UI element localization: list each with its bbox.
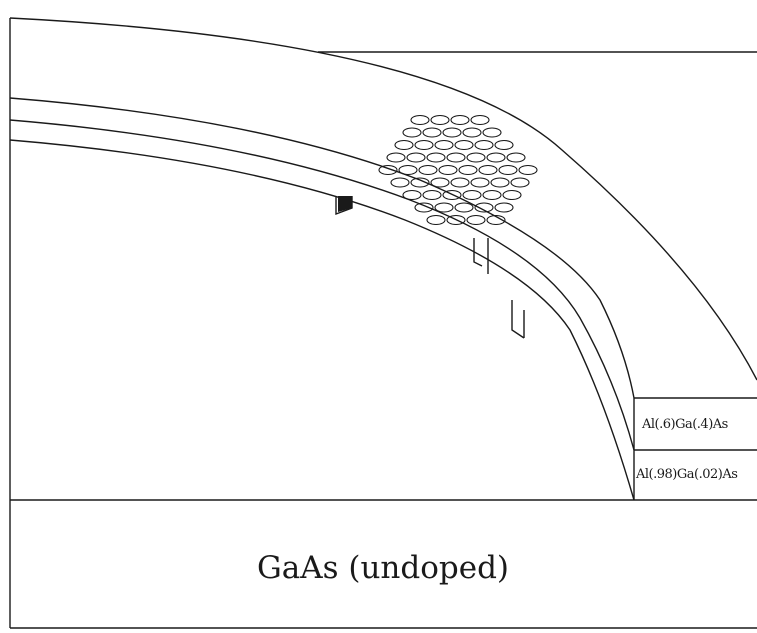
crystal-hole [466,214,486,226]
crystal-hole [494,139,514,151]
crystal-hole [434,202,454,213]
label-top-layer: Al(.6)Ga(.4)As [641,417,728,432]
cutaway-step-right [511,300,525,339]
crystal-hole [406,152,426,163]
crystal-hole [454,139,474,151]
crystal-hole [386,152,406,163]
crystal-hole [482,127,502,138]
crystal-hole [418,164,438,176]
crystal-hole [498,164,518,176]
crystal-hole [474,202,494,213]
crystal-hole [494,202,514,213]
crystal-hole [402,127,422,138]
crystal-hole [410,177,430,188]
cutaway-step-left [335,196,353,216]
crystal-hole [470,114,490,126]
crystal-hole [518,164,538,176]
crystal-hole [430,114,450,126]
crystal-hole [474,139,494,151]
crystal-hole [414,139,434,151]
crystal-hole [470,177,490,188]
crystal-hole [442,189,462,201]
crystal-hole [446,152,466,163]
crystal-hole [446,214,466,226]
photonic-crystal-hole-array [378,114,538,226]
substrate-block [9,18,757,629]
label-substrate: GaAs (undoped) [257,550,509,586]
crystal-hole [478,164,498,176]
crystal-hole [486,214,506,226]
crystal-hole [398,164,418,176]
crystal-hole [462,127,482,138]
crystal-hole [466,152,486,163]
label-middle-layer: Al(.98)Ga(.02)As [635,467,737,482]
crystal-hole [390,177,410,188]
crystal-hole [426,214,446,226]
layer-end-face [633,397,757,500]
crystal-hole [410,114,430,126]
crystal-hole [490,177,510,188]
crystal-hole [458,164,478,176]
crystal-hole [402,189,422,201]
crystal-hole [486,152,506,163]
crystal-hole [422,127,442,138]
cutaway-step-middle [473,238,489,274]
disk-outer-arc [9,17,757,381]
crystal-hole [426,152,446,163]
crystal-hole [454,202,474,213]
crystal-hole [434,139,454,151]
top-layer-band [9,97,635,501]
crystal-hole [450,177,470,188]
crystal-hole [462,189,482,201]
crystal-hole [442,127,462,138]
crystal-hole [422,189,442,201]
crystal-hole [502,189,522,201]
crystal-hole [414,202,434,213]
crystal-hole [482,189,502,201]
crystal-hole [438,164,458,176]
crystal-hole [510,177,530,188]
crystal-hole [394,139,414,151]
crystal-hole [378,164,398,176]
crystal-hole [430,177,450,188]
crystal-hole [450,114,470,126]
crystal-hole [506,152,526,163]
